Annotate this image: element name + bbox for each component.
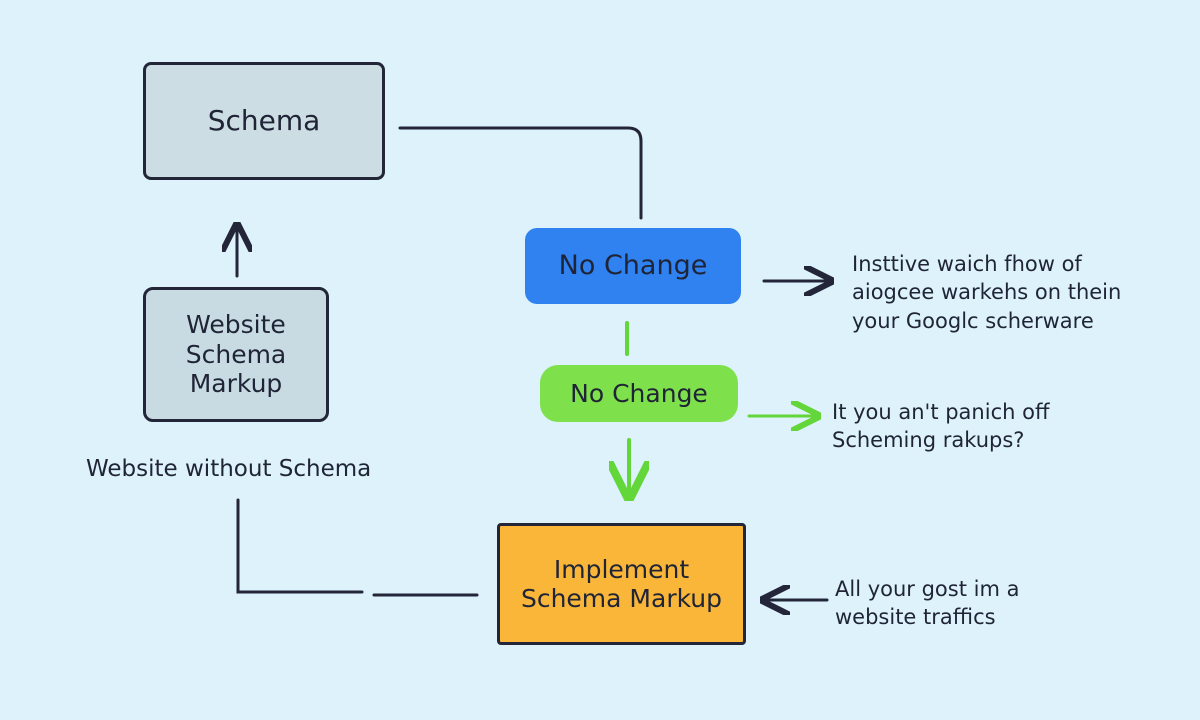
implement-note: All your gost im a website traffics [835,577,1020,630]
schema-node-label: Schema [207,104,321,138]
schema-node: Schema [143,62,385,180]
no-change-note-2: It you an't panich off Scheming rakups? [832,400,1050,453]
schema-to-no-change-connector [398,126,643,220]
website-schema-markup-label: Website Schema Markup [185,310,287,399]
implement-schema-markup-node: Implement Schema Markup [497,523,746,645]
no-change-node-blue: No Change [525,228,741,304]
no-change-green-label: No Change [570,378,708,408]
website-without-schema-label: Website without Schema [86,456,372,482]
no-change-blue-label: No Change [558,250,708,282]
implement-to-website-connector [236,498,479,597]
website-schema-markup-node: Website Schema Markup [143,287,329,422]
implement-schema-markup-label: Implement Schema Markup [520,554,723,614]
no-change-node-green: No Change [540,365,738,422]
no-change-note-1: Insttive waich fhow of aiogcee warkehs o… [852,252,1122,333]
